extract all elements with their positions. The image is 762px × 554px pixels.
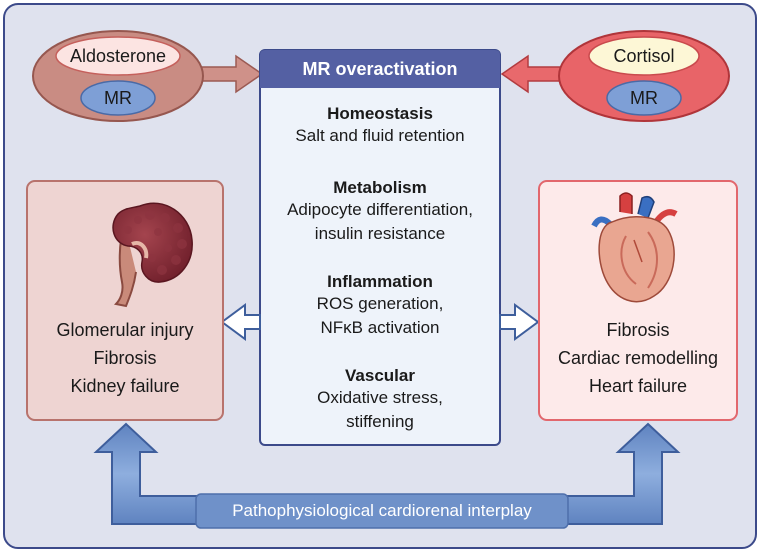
aldosterone-label: Aldosterone xyxy=(69,46,167,66)
arrow-to-kidney xyxy=(220,303,261,341)
section-inflammation: Inflammation ROS generation, NFκB activa… xyxy=(262,272,498,340)
section-line: insulin resistance xyxy=(314,224,446,243)
aldosterone-receptor-complex xyxy=(32,30,264,122)
section-vascular: Vascular Oxidative stress, stiffening xyxy=(262,366,498,434)
heart-outcome: Fibrosis xyxy=(606,320,670,340)
cortisol-label: Cortisol xyxy=(613,46,675,66)
cardiorenal-interplay-arrow xyxy=(93,422,681,529)
section-line: Adipocyte differentiation, xyxy=(287,200,473,219)
heart-icon xyxy=(591,192,678,303)
cortisol-receptor-complex xyxy=(500,30,730,122)
cortisol-mr-label: MR xyxy=(630,88,658,108)
arrow-to-heart xyxy=(499,303,540,341)
section-homeostasis: Homeostasis Salt and fluid retention xyxy=(262,104,498,148)
kidney-outcome: Glomerular injury xyxy=(56,320,194,340)
aldosterone-arrow xyxy=(197,54,264,94)
heart-outcome: Cardiac remodelling xyxy=(557,348,719,368)
section-heading: Vascular xyxy=(345,366,415,385)
section-line: ROS generation, xyxy=(316,294,444,313)
section-metabolism: Metabolism Adipocyte differentiation, in… xyxy=(262,178,498,246)
kidney-outcome: Fibrosis xyxy=(93,348,157,368)
kidney-icon xyxy=(112,202,193,308)
heart-outcome: Heart failure xyxy=(588,376,688,396)
section-heading: Metabolism xyxy=(333,178,427,197)
cardiorenal-interplay-label: Pathophysiological cardiorenal interplay xyxy=(232,501,532,520)
section-heading: Inflammation xyxy=(327,272,433,291)
section-line: NFκB activation xyxy=(320,318,440,337)
section-line: stiffening xyxy=(346,412,414,431)
interplay-label-box xyxy=(195,493,569,529)
kidney-outcomes: Glomerular injury Fibrosis Kidney failur… xyxy=(29,316,221,400)
section-heading: Homeostasis xyxy=(327,104,433,123)
mr-overactivation-box xyxy=(259,49,501,446)
aldosterone-mr-label: MR xyxy=(104,88,132,108)
cortisol-arrow xyxy=(500,54,563,94)
section-line: Salt and fluid retention xyxy=(295,126,465,145)
heart-outcomes: Fibrosis Cardiac remodelling Heart failu… xyxy=(541,316,735,400)
mr-overactivation-title: MR overactivation xyxy=(302,59,458,79)
section-line: Oxidative stress, xyxy=(317,388,443,407)
kidney-outcome: Kidney failure xyxy=(70,376,180,396)
